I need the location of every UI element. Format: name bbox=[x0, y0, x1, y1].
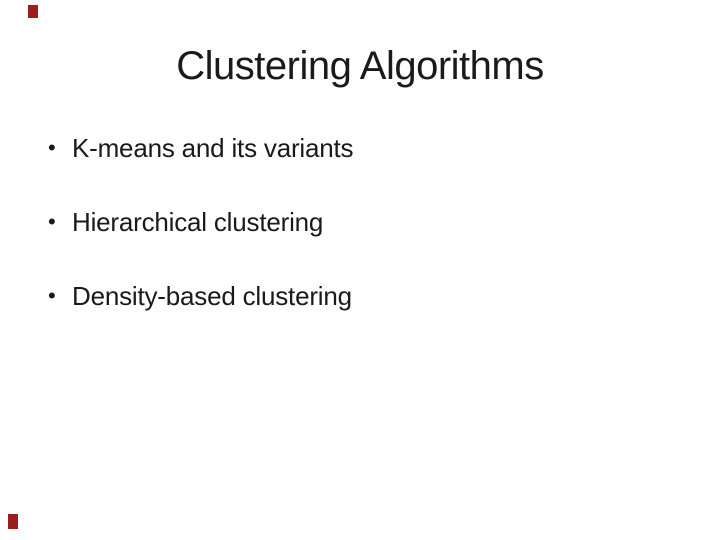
bullet-text: Hierarchical clustering bbox=[72, 207, 324, 237]
red-corner-mark-bottom-left bbox=[8, 514, 18, 529]
bullet-dot-icon: • bbox=[48, 135, 56, 160]
bullet-item: • Density-based clustering bbox=[48, 279, 690, 315]
red-corner-mark-top-left bbox=[28, 5, 38, 18]
bullet-text: Density-based clustering bbox=[72, 281, 352, 311]
slide-title: Clustering Algorithms bbox=[176, 44, 544, 88]
bullet-item: • Hierarchical clustering bbox=[48, 205, 690, 241]
bullet-dot-icon: • bbox=[48, 209, 56, 234]
bullet-item: • K-means and its variants bbox=[48, 131, 690, 167]
bullet-list: • K-means and its variants • Hierarchica… bbox=[48, 131, 690, 353]
bullet-dot-icon: • bbox=[48, 283, 56, 308]
bullet-text: K-means and its variants bbox=[72, 133, 354, 163]
